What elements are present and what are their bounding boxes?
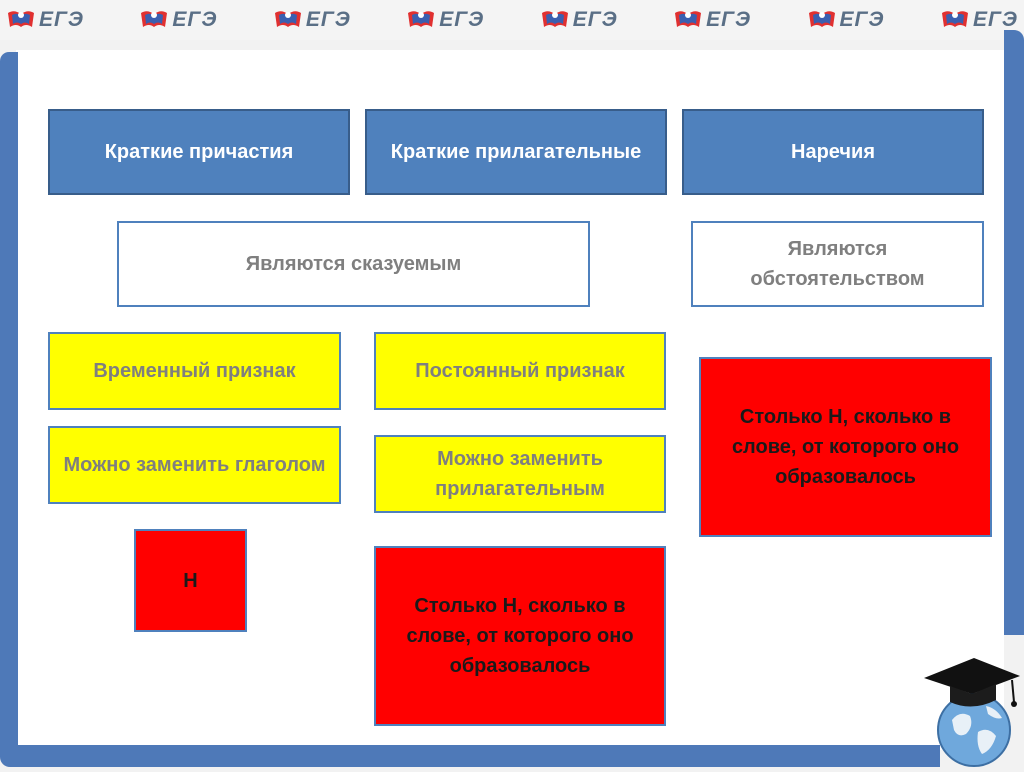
feature-replace-with-verb: Можно заменить глаголом bbox=[48, 426, 341, 504]
rule-adverb-n-count: Столько Н, сколько в слове, от которого … bbox=[699, 357, 992, 537]
role-predicate: Являются сказуемым bbox=[117, 221, 590, 307]
rule-adjective-n-count: Столько Н, сколько в слове, от которого … bbox=[374, 546, 666, 726]
feature-temporary: Временный признак bbox=[48, 332, 341, 410]
ege-logo: ЕГЭ bbox=[673, 8, 751, 32]
ege-logo-label: ЕГЭ bbox=[39, 8, 84, 31]
ege-logo-icon bbox=[141, 11, 168, 27]
ege-logo-label: ЕГЭ bbox=[305, 8, 351, 31]
frame-right-bar bbox=[1004, 30, 1024, 635]
ege-logo: ЕГЭ bbox=[273, 8, 351, 32]
header-short-participles: Краткие причастия bbox=[48, 109, 350, 195]
ege-logo-icon bbox=[675, 11, 702, 27]
role-circumstance: Являются обстоятельством bbox=[691, 221, 984, 307]
ege-logo-icon bbox=[941, 11, 968, 27]
ege-logo-label: ЕГЭ bbox=[972, 8, 1018, 31]
ege-logo: ЕГЭ bbox=[139, 8, 217, 32]
ege-logo-icon bbox=[8, 11, 34, 27]
ege-logo-icon bbox=[808, 11, 835, 27]
ege-logo-label: ЕГЭ bbox=[839, 8, 885, 31]
ege-logo-icon bbox=[541, 11, 568, 27]
frame-bottom-bar bbox=[0, 745, 940, 767]
feature-permanent: Постоянный признак bbox=[374, 332, 666, 410]
ege-logo: ЕГЭ bbox=[540, 8, 618, 32]
ege-logo-label: ЕГЭ bbox=[572, 8, 618, 31]
header-adverbs: Наречия bbox=[682, 109, 984, 195]
banner: ЕГЭ ЕГЭ ЕГЭ ЕГЭ ЕГЭ bbox=[0, 0, 1024, 40]
ege-logo-label: ЕГЭ bbox=[172, 8, 218, 31]
rule-single-n: Н bbox=[134, 529, 247, 632]
ege-logo: ЕГЭ bbox=[940, 8, 1018, 32]
header-short-adjectives: Краткие прилагательные bbox=[365, 109, 667, 195]
ege-logo: ЕГЭ bbox=[406, 8, 484, 32]
ege-logo-label: ЕГЭ bbox=[706, 8, 752, 31]
frame-left-bar bbox=[0, 52, 18, 752]
ege-logo-label: ЕГЭ bbox=[439, 8, 485, 31]
feature-replace-with-adjective: Можно заменить прилагательным bbox=[374, 435, 666, 513]
ege-logo-icon bbox=[274, 11, 301, 27]
ege-logo-icon bbox=[408, 11, 435, 27]
ege-logo: ЕГЭ bbox=[6, 8, 84, 32]
ege-logo: ЕГЭ bbox=[807, 8, 885, 32]
graduation-cap-globe-icon bbox=[916, 650, 1022, 767]
